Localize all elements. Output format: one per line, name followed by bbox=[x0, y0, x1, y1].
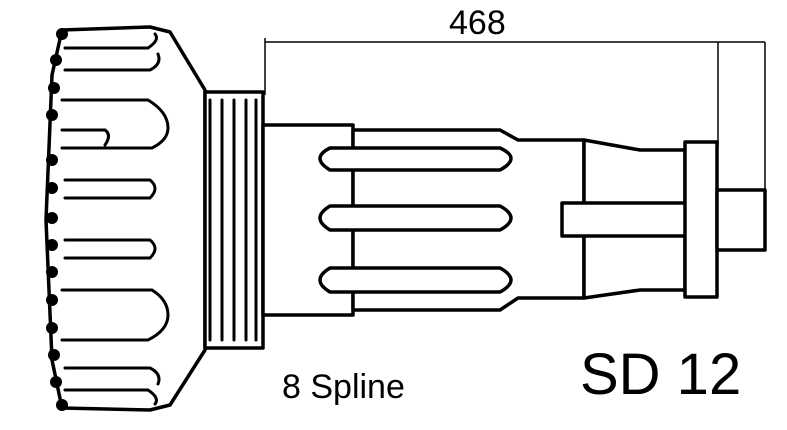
splines bbox=[318, 146, 513, 294]
model-label: SD 12 bbox=[580, 342, 742, 407]
carbide-buttons bbox=[46, 28, 68, 411]
striking-end bbox=[683, 140, 767, 299]
spline-label: 8 Spline bbox=[282, 368, 405, 406]
dimension-label: 468 bbox=[449, 4, 506, 42]
thread-section bbox=[203, 90, 265, 350]
bit-head bbox=[44, 25, 207, 412]
dimension-line bbox=[264, 38, 766, 190]
